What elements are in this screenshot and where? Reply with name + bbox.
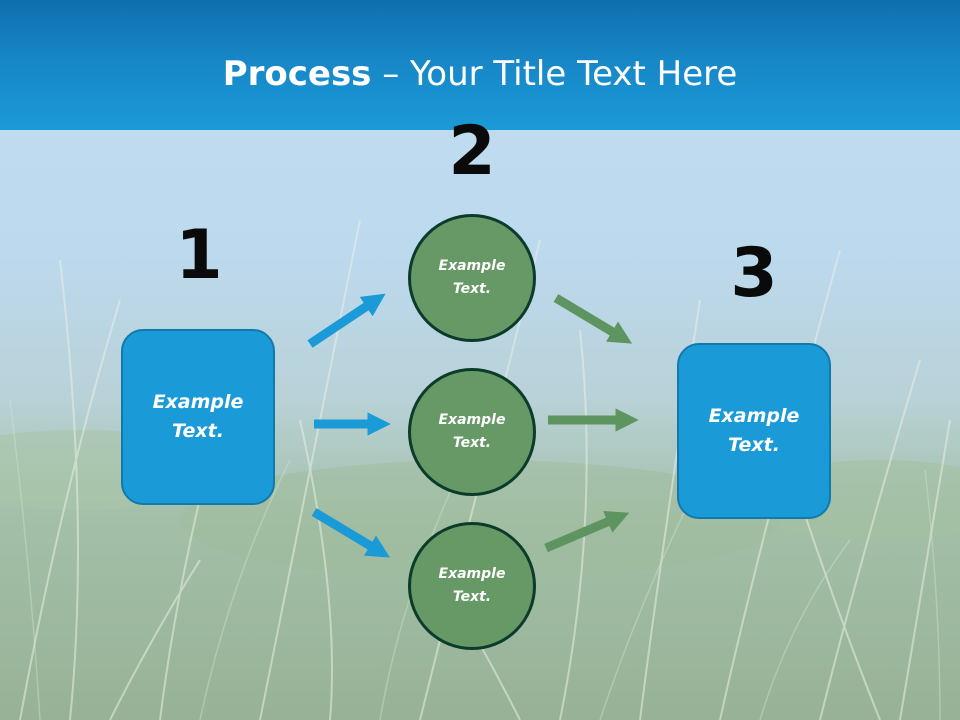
title-bar bbox=[0, 0, 960, 130]
title-bold: Process bbox=[222, 54, 372, 94]
arrow-top-to-right bbox=[553, 294, 633, 344]
arrow-left-to-bottom bbox=[311, 508, 391, 558]
bottom-circle-text: Example Text. bbox=[438, 566, 506, 605]
step-number-3: 3 bbox=[730, 234, 778, 313]
right-box-text: Example Text. bbox=[708, 405, 800, 456]
top-circle-text: Example Text. bbox=[438, 258, 506, 297]
right-process-box: Example Text. bbox=[677, 343, 831, 519]
left-box-text: Example Text. bbox=[152, 391, 244, 442]
slide-title: Process – Your Title Text Here bbox=[0, 52, 960, 96]
step-number-1: 1 bbox=[175, 216, 223, 295]
middle-circle-text: Example Text. bbox=[438, 412, 506, 451]
bottom-process-circle: Example Text. bbox=[408, 522, 536, 650]
arrow-left-to-top bbox=[307, 293, 386, 348]
arrow-bottom-to-right bbox=[544, 511, 630, 553]
top-process-circle: Example Text. bbox=[408, 214, 536, 342]
title-rest: – Your Title Text Here bbox=[371, 54, 738, 94]
middle-process-circle: Example Text. bbox=[408, 368, 536, 496]
left-process-box: Example Text. bbox=[121, 329, 275, 505]
step-number-2: 2 bbox=[448, 112, 496, 191]
